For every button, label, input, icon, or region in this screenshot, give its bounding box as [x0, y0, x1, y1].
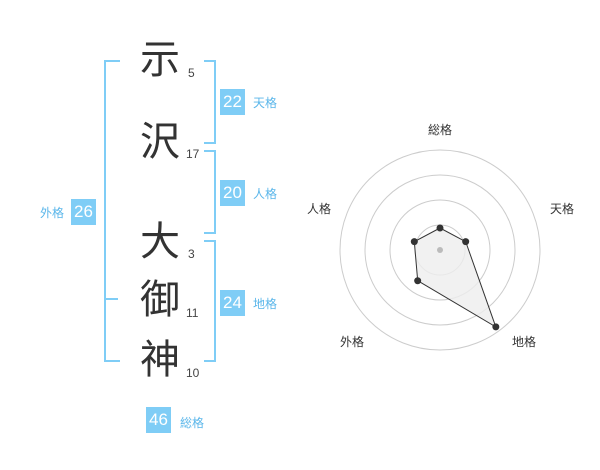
name-char-4: 御	[140, 277, 180, 323]
stroke-count-1: 5	[188, 66, 195, 80]
gaikaku-bracket-split	[106, 298, 118, 300]
gaikaku-bracket	[104, 60, 120, 362]
gaikaku-label: 外格	[40, 206, 65, 220]
jinkaku-value: 20	[220, 180, 245, 206]
radar-area	[413, 227, 497, 329]
soukaku-label: 総格	[180, 416, 205, 430]
radar-label-gaikaku: 外格	[340, 334, 364, 349]
radar-point-2	[462, 238, 470, 246]
stroke-count-5: 10	[186, 366, 200, 380]
chikaku-label: 地格	[253, 297, 278, 311]
radar-ring	[364, 174, 516, 326]
jinkaku-bracket	[204, 150, 216, 234]
radar-label-tenkaku: 天格	[550, 201, 574, 216]
radar-center	[437, 247, 443, 253]
name-char-5: 神	[140, 337, 180, 383]
tenkaku-label: 天格	[253, 96, 278, 110]
radar-label-chikaku: 地格	[512, 334, 536, 349]
stroke-count-3: 3	[188, 247, 195, 261]
tenkaku-bracket	[204, 60, 216, 144]
radar-ring	[389, 199, 491, 301]
tenkaku-value: 22	[220, 89, 245, 115]
chikaku-bracket	[204, 240, 216, 362]
radar-label-soukaku: 総格	[428, 122, 452, 137]
radar-point-4	[414, 277, 422, 285]
name-char-1: 示	[140, 37, 180, 83]
name-char-3: 大	[140, 219, 180, 265]
stroke-count-4: 11	[186, 306, 199, 320]
name-char-2: 沢	[140, 119, 180, 165]
stroke-count-2: 17	[186, 147, 200, 161]
gaikaku-value: 26	[71, 199, 96, 225]
radar-point-3	[492, 323, 500, 331]
radar-label-jinkaku: 人格	[307, 201, 331, 216]
radar-point-5	[410, 238, 418, 246]
radar-ring	[339, 149, 541, 351]
soukaku-value: 46	[146, 407, 171, 433]
chikaku-value: 24	[220, 290, 245, 316]
jinkaku-label: 人格	[253, 187, 278, 201]
radar-point-1	[436, 224, 444, 232]
